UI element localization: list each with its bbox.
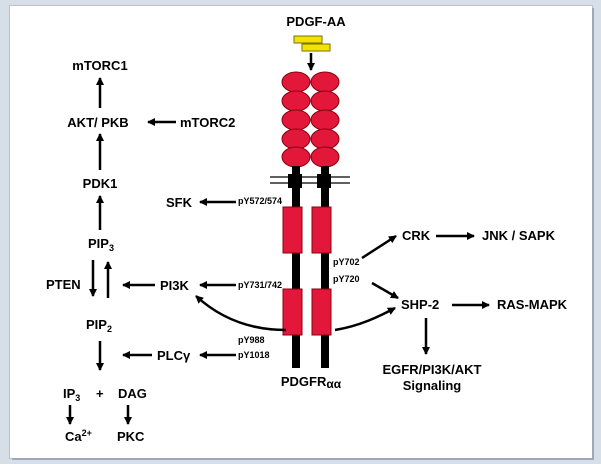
node-jnk: JNK / SAPK xyxy=(482,228,556,243)
node-egfr-line2: Signaling xyxy=(403,378,462,393)
node-sfk: SFK xyxy=(166,195,193,210)
node-plc: PLCγ xyxy=(157,348,191,363)
node-ca: Ca2+ xyxy=(65,428,92,444)
node-shp2: SHP-2 xyxy=(401,297,439,312)
node-pkc: PKC xyxy=(117,429,145,444)
site-y720: pY720 xyxy=(333,274,360,284)
site-y731: pY731/742 xyxy=(238,280,282,290)
node-rasmapk: RAS-MAPK xyxy=(497,297,568,312)
node-akt: AKT/ PKB xyxy=(67,115,128,130)
node-dag: DAG xyxy=(118,386,147,401)
site-y572: pY572/574 xyxy=(238,196,282,206)
node-pten: PTEN xyxy=(46,277,81,292)
arrow-receptor-to-shp2 xyxy=(371,281,399,300)
node-pdk1: PDK1 xyxy=(83,176,118,191)
receptor-stalks xyxy=(288,166,331,368)
node-crk: CRK xyxy=(402,228,431,243)
arrow-receptor-curve-to-pi3k xyxy=(195,295,287,332)
plasma-membrane xyxy=(270,176,350,184)
site-y988: pY988 xyxy=(238,335,265,345)
node-pip3: PIP3 xyxy=(88,236,114,253)
arrow-receptor-to-crk xyxy=(361,234,397,260)
ligand-label: PDGF-AA xyxy=(286,14,346,29)
receptor-label: PDGFRαα xyxy=(281,374,342,391)
ig-domains-right xyxy=(310,71,340,168)
node-egfr-line1: EGFR/PI3K/AKT xyxy=(383,362,482,377)
node-mtorc1: mTORC1 xyxy=(72,58,127,73)
arrow-receptor-curve-to-shp2 xyxy=(334,306,396,332)
plus-sign: + xyxy=(96,386,104,401)
node-mtorc2: mTORC2 xyxy=(180,115,235,130)
ligand-icon xyxy=(293,35,331,52)
site-y1018: pY1018 xyxy=(238,350,270,360)
ig-domains-left xyxy=(281,71,311,168)
node-ip3: IP3 xyxy=(63,386,80,403)
node-pip2: PIP2 xyxy=(86,317,112,334)
node-pi3k: PI3K xyxy=(160,278,190,293)
site-y702: pY702 xyxy=(333,257,360,267)
kinase-domains xyxy=(282,206,332,336)
